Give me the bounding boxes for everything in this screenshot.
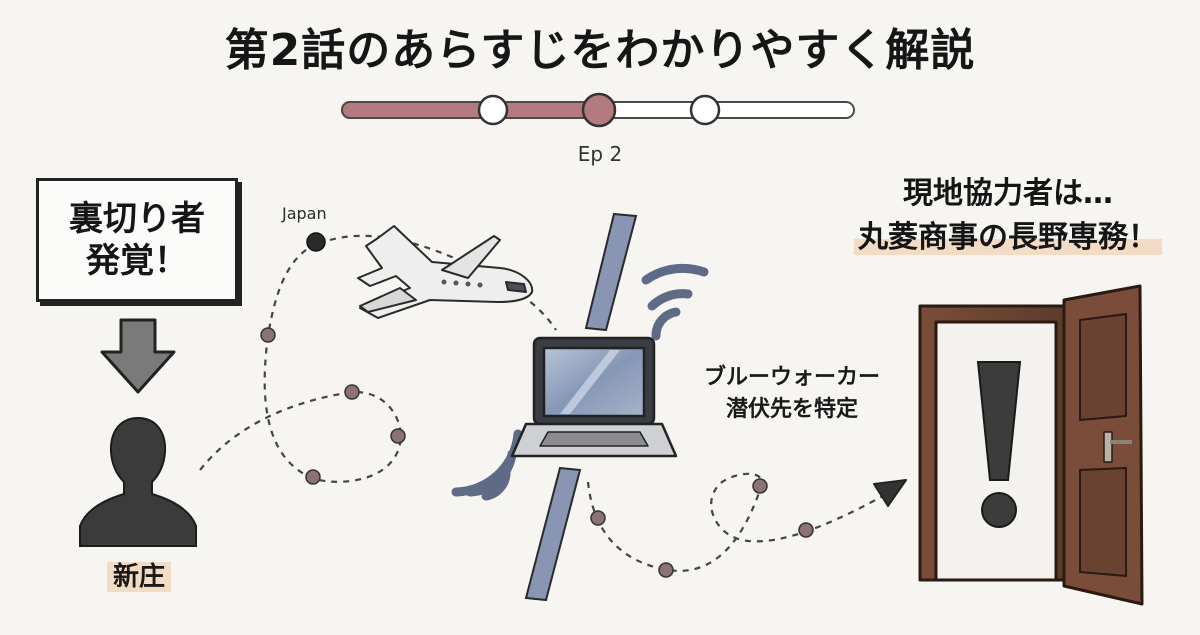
japan-origin-dot: [306, 232, 326, 252]
collaborator-line2: 丸菱商事の長野専務！: [854, 219, 1162, 255]
network-cable-broken: [524, 212, 638, 602]
traitor-callout-text: 裏切り者 発覚！: [69, 198, 205, 282]
arrow-down-icon: [100, 318, 176, 394]
episode-node-1: [477, 94, 509, 126]
person-name-label: 新庄: [84, 556, 194, 593]
route-waypoints: [260, 327, 814, 578]
page-title: 第2話のあらすじをわかりやすく解説: [224, 25, 976, 76]
route-origin-label: Japan: [282, 204, 327, 223]
person-name: 新庄: [106, 562, 171, 592]
collaborator-line1: 現地協力者は…: [903, 176, 1113, 211]
exclamation-icon: [976, 361, 1022, 528]
episode-node-3: [689, 94, 721, 126]
traitor-callout-box: 裏切り者 発覚！: [36, 178, 238, 302]
arrow-right-icon: [873, 479, 907, 507]
route-path: [199, 234, 891, 572]
episode-node-current: [581, 92, 617, 128]
episode-progress-bar: [341, 92, 855, 128]
laptop-icon: [510, 336, 678, 458]
person-silhouette-icon: [79, 416, 197, 547]
laptop-caption: ブルーウォーカー 潜伏先を特定: [703, 365, 880, 422]
airplane-icon: [357, 225, 534, 319]
episode-label: Ep 2: [577, 142, 623, 166]
door-icon: [918, 284, 1144, 606]
collaborator-callout: 現地協力者は… 丸菱商事の長野専務！: [818, 172, 1198, 259]
